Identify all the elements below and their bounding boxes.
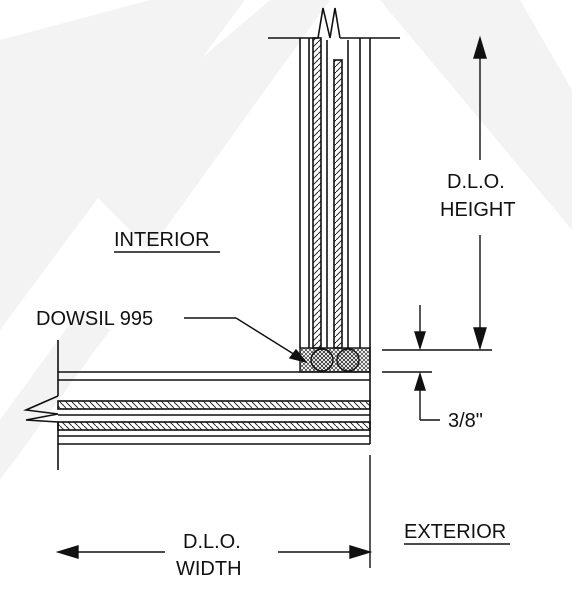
dlo-width-label-line2: WIDTH (176, 558, 242, 580)
dlo-height-label-line1: D.L.O. (447, 171, 505, 193)
vertical-glass-unit (268, 7, 400, 349)
dlo-width-dimension (55, 455, 373, 568)
dlo-height-dimension (382, 35, 492, 421)
sealant-label: DOWSIL 995 (36, 308, 153, 330)
interior-label: INTERIOR (114, 229, 210, 251)
sealant-leader (184, 317, 308, 364)
sealant-joint (299, 347, 371, 373)
background-watermark (0, 0, 572, 480)
dlo-width-label-line1: D.L.O. (183, 531, 241, 553)
horizontal-glass-unit (23, 340, 371, 470)
dimension-label: 3/8" (448, 410, 483, 432)
dlo-height-label-line2: HEIGHT (440, 199, 516, 221)
exterior-label: EXTERIOR (404, 521, 506, 543)
